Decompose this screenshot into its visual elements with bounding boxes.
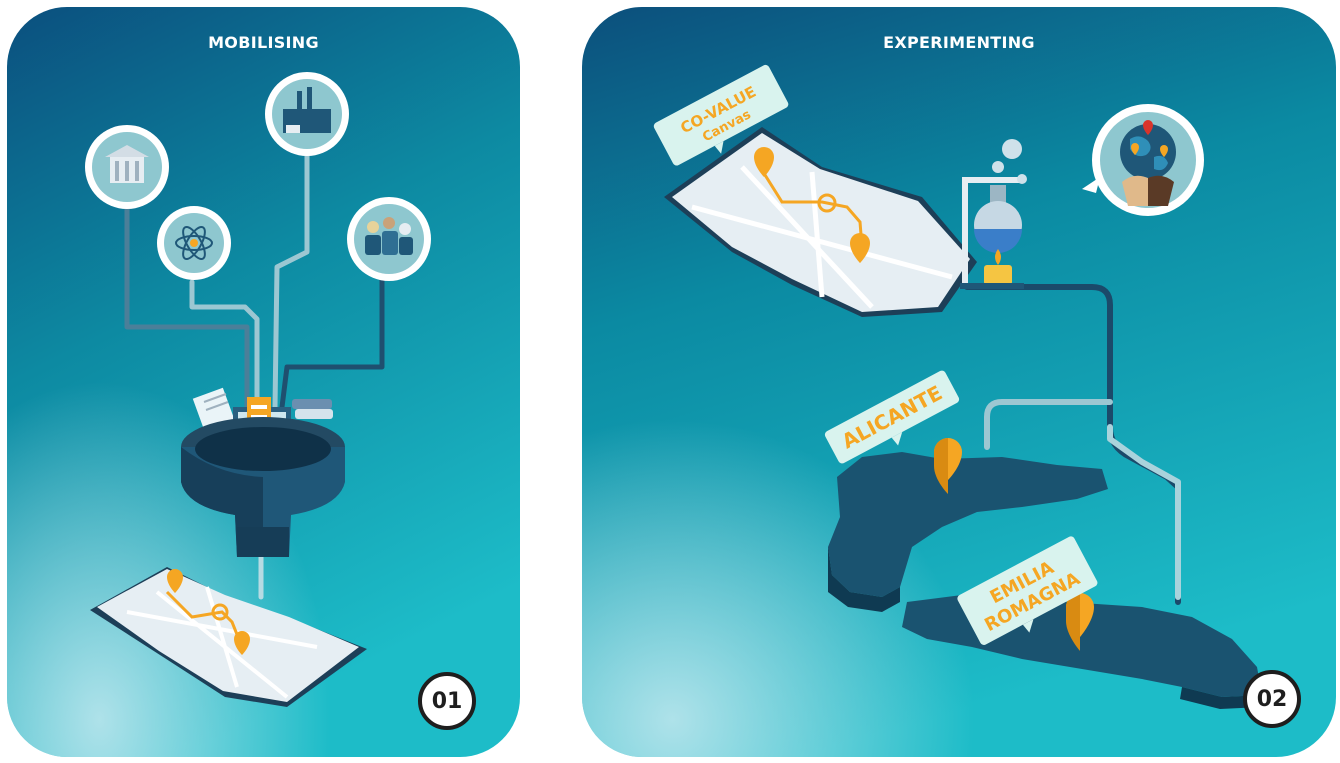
alicante-label xyxy=(824,370,960,464)
alicante-region xyxy=(828,438,1108,612)
map-icon xyxy=(90,567,367,707)
atom-icon xyxy=(157,206,231,280)
mobilising-illustration xyxy=(85,72,431,707)
panel-background xyxy=(7,7,520,757)
step-number-badge: 02 xyxy=(1243,670,1301,728)
emilia-romagna-label xyxy=(957,536,1098,645)
pipes xyxy=(964,284,1181,605)
globe-hands-icon xyxy=(1082,104,1204,216)
co-value-canvas-label xyxy=(653,64,789,166)
canvas-map-icon xyxy=(664,127,977,317)
funnel-icon xyxy=(181,417,345,557)
mobilising-panel: MOBILISING xyxy=(7,7,520,757)
step-number-badge: 01 xyxy=(418,672,476,730)
panel-title: MOBILISING xyxy=(208,33,319,52)
lab-flask-icon xyxy=(960,139,1027,289)
community-icon xyxy=(347,197,431,281)
pipes xyxy=(124,144,385,600)
museum-icon xyxy=(85,125,169,209)
factory-icon xyxy=(265,72,349,156)
experimenting-panel: EXPERIMENTING CO-VALUE Canvas xyxy=(582,7,1336,757)
panel-title: EXPERIMENTING xyxy=(883,33,1035,52)
emilia-romagna-region xyxy=(902,593,1262,709)
experimenting-illustration: CO-VALUE Canvas xyxy=(653,64,1262,709)
